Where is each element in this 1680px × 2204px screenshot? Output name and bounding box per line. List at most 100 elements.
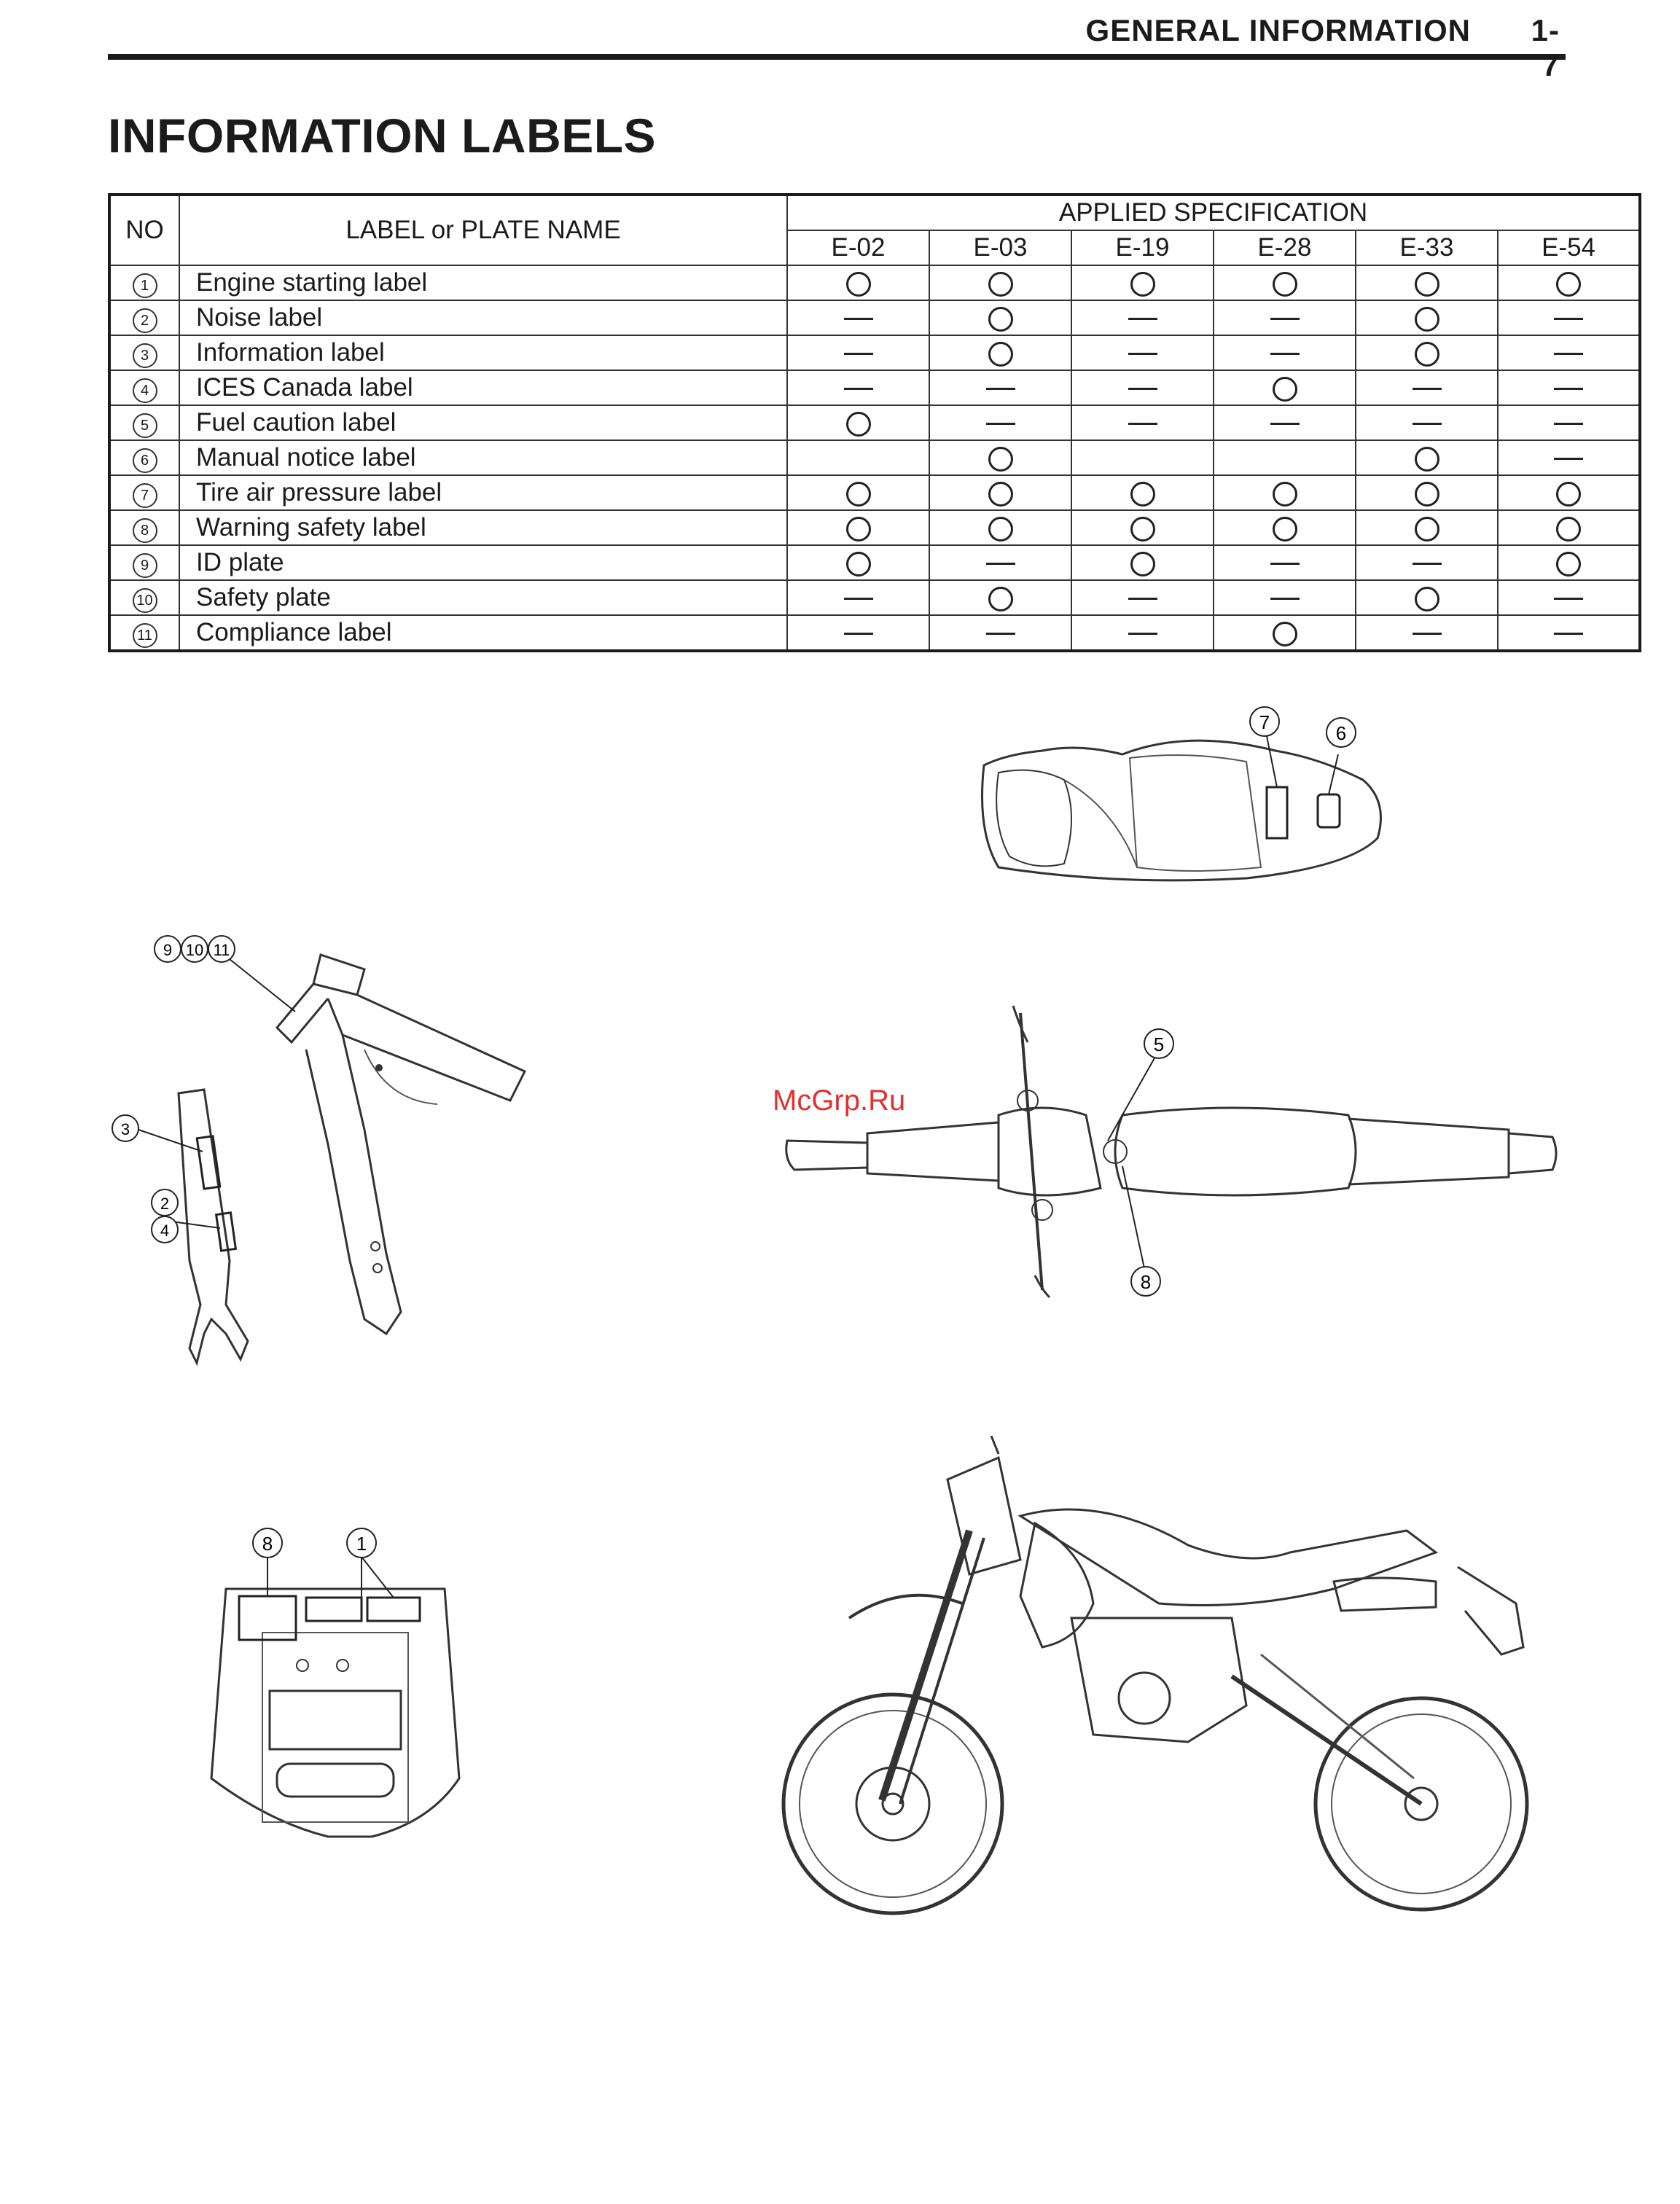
- spec-cell: [929, 544, 1072, 581]
- spec-cell: [1496, 300, 1641, 336]
- spec-cell: [1213, 405, 1356, 441]
- rear-wheel: [1313, 1696, 1529, 1912]
- applied-circle-mark: [1556, 481, 1582, 507]
- callout-fender-6: 6: [1336, 722, 1346, 744]
- row-number: 7: [109, 474, 180, 511]
- spec-cell: [1071, 405, 1214, 441]
- spec-cell: [1496, 579, 1641, 616]
- col-no-header: NO: [109, 194, 180, 266]
- callout-frame-10: 10: [186, 941, 203, 959]
- row-number-circle: 6: [132, 448, 157, 473]
- not-applied-dash-mark: [843, 598, 873, 601]
- label-name: Fuel caution label: [179, 405, 788, 441]
- spec-cell: [1355, 474, 1499, 511]
- applied-circle-mark: [1272, 376, 1297, 402]
- spec-cell: [1071, 614, 1214, 652]
- not-applied-dash-mark: [1412, 423, 1442, 426]
- section-title: GENERAL INFORMATION: [1085, 13, 1471, 47]
- col-name-header: LABEL or PLATE NAME: [179, 194, 788, 266]
- spec-cell: [786, 405, 930, 441]
- table-row: 6 Manual notice label: [109, 439, 1641, 476]
- frame-rail-figure: 3 2 4: [112, 1088, 249, 1367]
- row-number: 8: [109, 509, 180, 546]
- callout-top-5: 5: [1154, 1033, 1164, 1055]
- motorcycle-side-view-figure: [781, 1436, 1529, 1915]
- spec-cell: [929, 370, 1072, 406]
- applied-circle-mark: [1130, 481, 1155, 507]
- not-applied-dash-mark: [1412, 388, 1442, 391]
- spec-cell: [929, 509, 1072, 546]
- callout-rail-3: 3: [121, 1120, 130, 1138]
- applied-circle-mark: [988, 271, 1013, 297]
- spec-cell: [929, 579, 1072, 616]
- applied-circle-mark: [1414, 481, 1439, 507]
- spec-cell: [929, 474, 1072, 511]
- spec-cell: [786, 300, 930, 336]
- not-applied-dash-mark: [1128, 318, 1157, 321]
- applied-circle-mark: [1414, 586, 1439, 611]
- spec-cell: [786, 474, 930, 511]
- spec-cell: [1213, 265, 1356, 301]
- label-name: Manual notice label: [179, 439, 788, 476]
- motorcycle-top-view-figure: 5 8: [785, 1005, 1558, 1299]
- not-applied-dash-mark: [1128, 353, 1157, 356]
- page-title: INFORMATION LABELS: [108, 109, 657, 163]
- row-number: 11: [109, 614, 180, 652]
- spec-header-e-33: E-33: [1355, 230, 1499, 266]
- spec-cell: [1071, 544, 1214, 581]
- not-applied-dash-mark: [985, 423, 1015, 426]
- spec-cell: [1213, 579, 1356, 616]
- callout-circle: [1249, 706, 1280, 737]
- not-applied-dash-mark: [1128, 633, 1157, 636]
- page-header: GENERAL INFORMATION 1-7: [1079, 13, 1560, 83]
- not-applied-dash-mark: [1554, 423, 1584, 426]
- not-applied-dash-mark: [1554, 388, 1584, 391]
- spec-cell: [1071, 300, 1214, 336]
- applied-circle-mark: [1414, 306, 1439, 332]
- tire-pressure-label-shape: [1265, 786, 1289, 840]
- spec-cell: [1213, 335, 1356, 371]
- spec-cell: [1355, 439, 1499, 476]
- label-name: ID plate: [179, 544, 788, 581]
- spec-cell: [1355, 544, 1499, 581]
- applied-circle-mark: [1272, 621, 1297, 646]
- callout-rail-4: 4: [160, 1222, 169, 1240]
- applied-spec-header: APPLIED SPECIFICATION: [786, 194, 1641, 231]
- spec-cell: [786, 370, 930, 406]
- not-applied-dash-mark: [1554, 633, 1584, 636]
- not-applied-dash-mark: [1412, 563, 1442, 566]
- spec-cell: [1071, 474, 1214, 511]
- spec-cell: [786, 579, 930, 616]
- applied-circle-mark: [1556, 271, 1582, 297]
- spec-cell: [929, 439, 1072, 476]
- row-number: 9: [109, 544, 180, 581]
- applied-circle-mark: [1130, 516, 1155, 542]
- row-number-circle: 9: [132, 553, 157, 578]
- front-wheel: [781, 1692, 1004, 1915]
- callout-frame-11: 11: [214, 941, 230, 959]
- headlight-cover-figure: 8 1: [210, 1528, 461, 1838]
- row-number: 1: [109, 265, 180, 301]
- not-applied-dash-mark: [1270, 423, 1300, 426]
- labels-table: NO LABEL or PLATE NAME APPLIED SPECIFICA…: [108, 193, 1642, 652]
- row-number: 6: [109, 439, 180, 476]
- callout-top-8: 8: [1141, 1271, 1151, 1293]
- not-applied-dash-mark: [843, 318, 873, 321]
- applied-circle-mark: [1556, 516, 1582, 542]
- not-applied-dash-mark: [1128, 423, 1157, 426]
- row-number-circle: 1: [132, 273, 157, 298]
- applied-circle-mark: [988, 516, 1013, 542]
- not-applied-dash-mark: [1270, 353, 1300, 356]
- applied-circle-mark: [1272, 516, 1297, 542]
- label-name: Compliance label: [179, 614, 788, 652]
- row-number-circle: 3: [132, 343, 157, 368]
- applied-circle-mark: [988, 341, 1013, 367]
- callout-head-1: 1: [356, 1533, 367, 1555]
- applied-circle-mark: [845, 551, 871, 577]
- page-number: 1-7: [1531, 13, 1560, 82]
